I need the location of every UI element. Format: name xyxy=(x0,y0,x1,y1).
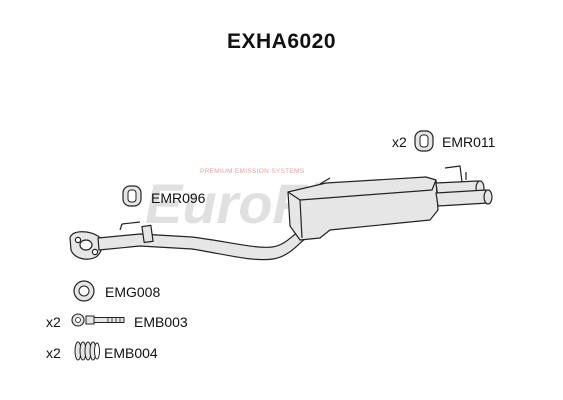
tailpipes xyxy=(435,165,493,207)
part-qty-emb003: x2 xyxy=(46,314,61,330)
rubber-mount-icon xyxy=(414,130,434,152)
part-qty-emr011: x2 xyxy=(392,134,407,150)
bolt-icon xyxy=(71,313,125,327)
silencer-box xyxy=(287,176,439,241)
spring-icon xyxy=(74,341,100,361)
part-code-emr011: EMR011 xyxy=(442,134,496,150)
part-qty-emb004: x2 xyxy=(46,345,61,361)
front-pipe xyxy=(97,219,323,261)
part-code-emb004: EMB004 xyxy=(104,345,158,361)
part-code-emg008: EMG008 xyxy=(105,284,161,300)
pipe-hanger xyxy=(119,221,154,244)
part-code-emb003: EMB003 xyxy=(134,314,188,330)
page-title: EXHA6020 xyxy=(226,30,337,53)
rubber-mount-icon xyxy=(122,185,142,207)
gasket-ring-icon xyxy=(73,280,95,302)
part-code-emr096: EMR096 xyxy=(151,190,206,206)
watermark-tagline: PREMIUM EMISSION SYSTEMS xyxy=(200,168,305,175)
inlet-flange xyxy=(69,231,103,260)
